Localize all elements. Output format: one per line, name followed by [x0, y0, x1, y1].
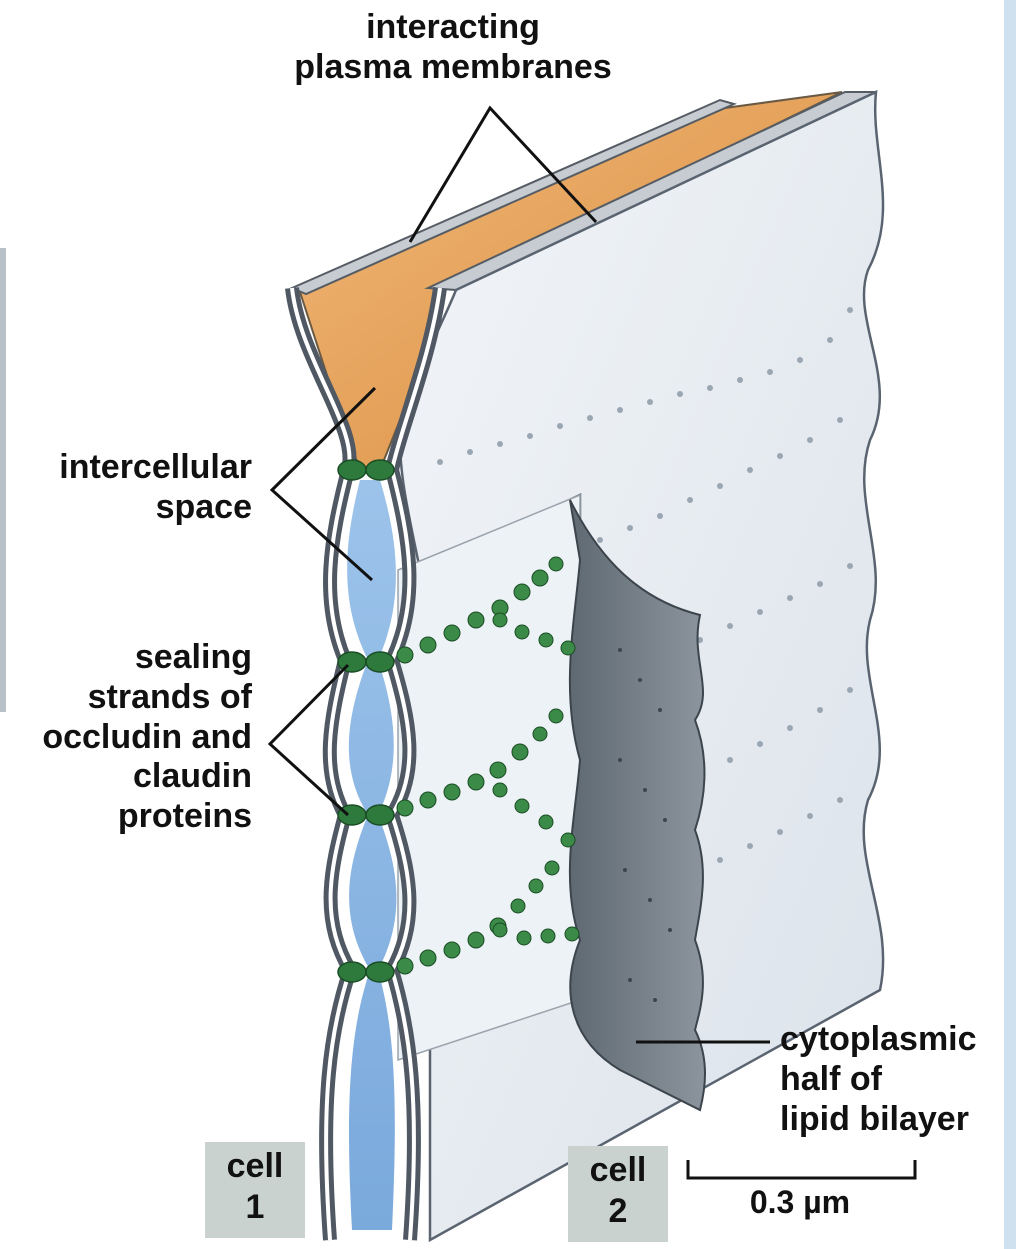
label-line: strands of: [10, 678, 252, 718]
label-line: 1: [205, 1187, 305, 1228]
label-line: 2: [568, 1191, 668, 1232]
label-line: 0.3 µm: [700, 1184, 900, 1221]
label-line: space: [20, 488, 252, 528]
label-cytoplasmic-half: cytoplasmic half of lipid bilayer: [780, 1020, 1002, 1139]
cell-1-label: cell 1: [205, 1142, 305, 1238]
label-line: proteins: [10, 797, 252, 837]
label-line: sealing: [10, 638, 252, 678]
label-line: half of: [780, 1060, 1002, 1100]
label-line: claudin: [10, 757, 252, 797]
scale-bar: [688, 1160, 915, 1178]
label-line: cell: [568, 1150, 668, 1191]
label-line: cell: [205, 1146, 305, 1187]
cutaway-window: [398, 495, 580, 1060]
label-line: intercellular: [20, 448, 252, 488]
label-line: plasma membranes: [268, 48, 638, 88]
label-interacting-membranes: interacting plasma membranes: [268, 8, 638, 88]
label-line: cytoplasmic: [780, 1020, 1002, 1060]
left-frame-bar: [0, 248, 6, 712]
label-sealing-strands: sealing strands of occludin and claudin …: [10, 638, 252, 837]
intercellular-fluid: [347, 480, 396, 1230]
label-line: occludin and: [10, 718, 252, 758]
label-line: interacting: [268, 8, 638, 48]
right-frame-bar: [1004, 0, 1016, 1249]
cell-2-label: cell 2: [568, 1146, 668, 1242]
label-intercellular-space: intercellular space: [20, 448, 252, 528]
cell1-membrane-edge: [292, 288, 350, 1240]
scale-bar-label: 0.3 µm: [700, 1184, 900, 1221]
label-line: lipid bilayer: [780, 1100, 1002, 1140]
